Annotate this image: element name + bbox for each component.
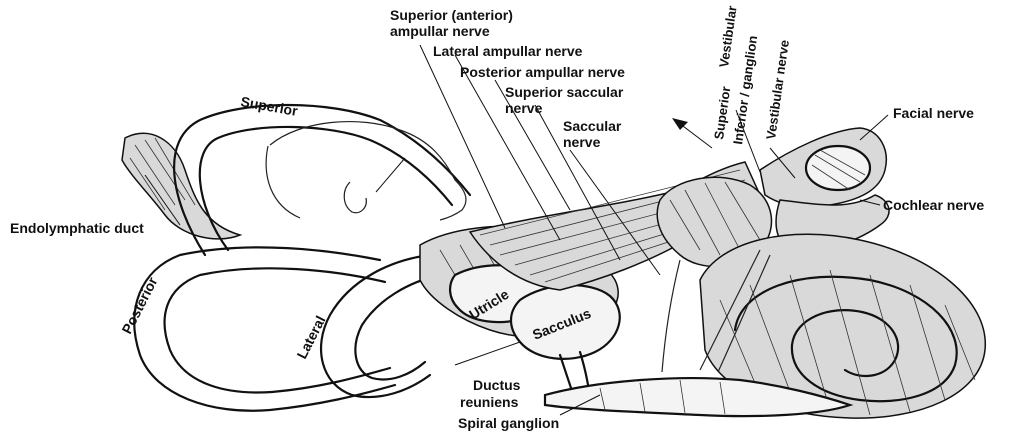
- posterior-canal: [134, 247, 395, 410]
- label-superior-vestibular-ganglion: Superior: [711, 85, 733, 140]
- label-ductus-reuniens-1: Ductus: [473, 377, 521, 393]
- label-superior-anterior-ampullar-nerve-2: ampullar nerve: [390, 23, 490, 39]
- label-superior-canal: Superior: [239, 93, 299, 119]
- label-lateral-ampullar-nerve: Lateral ampullar nerve: [433, 43, 583, 59]
- label-vestibular-nerve: Vestibular nerve: [763, 39, 792, 141]
- label-saccular-nerve-1: Saccular: [563, 118, 622, 134]
- label-endolymphatic-duct: Endolymphatic duct: [10, 220, 144, 236]
- head-profile: [266, 122, 466, 220]
- label-saccular-nerve-2: nerve: [563, 134, 601, 150]
- label-inferior-ganglion: Inferior / ganglion: [730, 35, 760, 146]
- label-spiral-ganglion: Spiral ganglion: [458, 415, 559, 431]
- label-posterior-canal: Posterior: [118, 274, 160, 337]
- label-vestibular: Vestibular: [716, 5, 740, 69]
- label-ductus-reuniens-2: reuniens: [460, 394, 519, 410]
- label-facial-nerve: Facial nerve: [893, 105, 974, 121]
- label-cochlear-nerve: Cochlear nerve: [883, 197, 984, 213]
- label-posterior-ampullar-nerve: Posterior ampullar nerve: [460, 64, 625, 80]
- facial-nerve-trunk: [760, 128, 886, 207]
- label-superior-saccular-nerve-1: Superior saccular: [505, 84, 624, 100]
- label-superior-saccular-nerve-2: nerve: [505, 100, 543, 116]
- label-superior-anterior-ampullar-nerve-1: Superior (anterior): [390, 7, 513, 23]
- label-lateral-canal: Lateral: [293, 313, 328, 361]
